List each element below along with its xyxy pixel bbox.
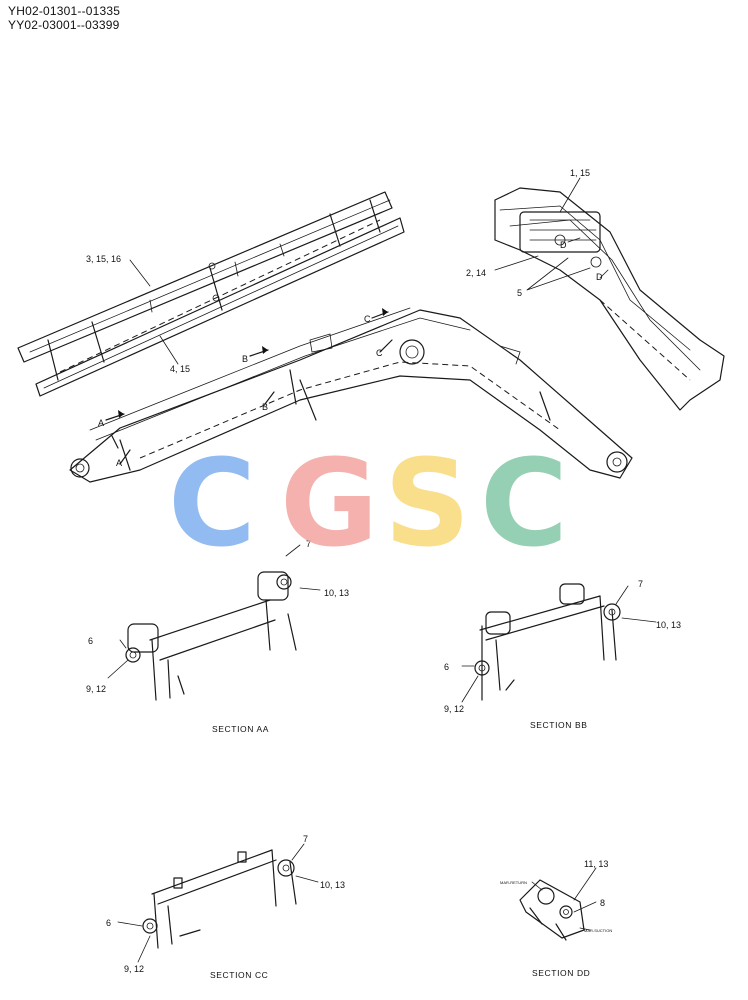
marker-b-lower: B [262,402,268,412]
boom-assembly [69,307,633,483]
section-aa-callout-6: 6 [88,636,93,646]
watermark-letter-c2: C [480,435,568,574]
boom-foot-assembly [494,187,725,411]
callout-labels: 1, 15 2, 14 5 3, 15, 16 4, 15 7 10, 13 6… [86,168,681,974]
section-dd-callout-8: 8 [600,898,605,908]
marker-a-upper: A [98,418,104,428]
watermark-letter-g: G [280,435,379,574]
section-cc-callout-10-13: 10, 13 [320,880,345,890]
section-aa-title: SECTION AA [212,724,269,734]
section-bb-callout-7: 7 [638,579,643,589]
cgsc-watermark: C G S C [168,435,568,574]
section-dd-sketch [519,867,597,941]
section-cc-title: SECTION CC [210,970,268,980]
section-cc-callout-6: 6 [106,918,111,928]
callout-2-14: 2, 14 [466,268,486,278]
mar-suction-label: MAR-SUCTION [584,928,612,933]
section-cc-sketch [117,843,319,963]
watermark-letter-c1: C [168,435,256,574]
marker-a-lower: A [116,458,122,468]
marker-d-lower: D [596,272,603,282]
marker-c-upper: C [364,314,371,324]
callout-3-15-16: 3, 15, 16 [86,254,121,264]
section-dd-title: SECTION DD [532,968,590,978]
section-bb-callout-10-13: 10, 13 [656,620,681,630]
callout-1-15: 1, 15 [570,168,590,178]
marker-d-upper: D [560,240,567,250]
mar-return-label: MAR-RETURN [500,880,527,885]
marker-c-lower: C [376,348,383,358]
section-titles: SECTION AA SECTION BB SECTION CC SECTION… [210,720,590,980]
serial-range-line-1: YH02-01301--01335 [8,4,121,18]
section-bb-callout-9-12: 9, 12 [444,704,464,714]
section-marker-letters: A A B B C C D D [98,240,603,468]
watermark-letter-s: S [384,435,470,574]
section-dd-callout-11-13: 11, 13 [584,859,608,869]
marker-b-upper: B [242,354,248,364]
section-bb-callout-6: 6 [444,662,449,672]
section-cc-callout-7: 7 [303,834,308,844]
section-aa-callout-7: 7 [306,539,311,549]
callout-leaders [129,177,591,365]
section-aa-sketch [107,544,321,701]
section-aa-callout-10-13: 10, 13 [324,588,349,598]
section-cc-callout-9-12: 9, 12 [124,964,144,974]
callout-5: 5 [517,288,522,298]
section-markers [105,237,609,465]
section-bb-title: SECTION BB [530,720,587,730]
section-aa-callout-9-12: 9, 12 [86,684,106,694]
section-bb-sketch [461,583,657,703]
serial-range-line-2: YY02-03001--03399 [8,18,120,32]
callout-4-15: 4, 15 [170,364,190,374]
arm-assembly [17,191,405,397]
